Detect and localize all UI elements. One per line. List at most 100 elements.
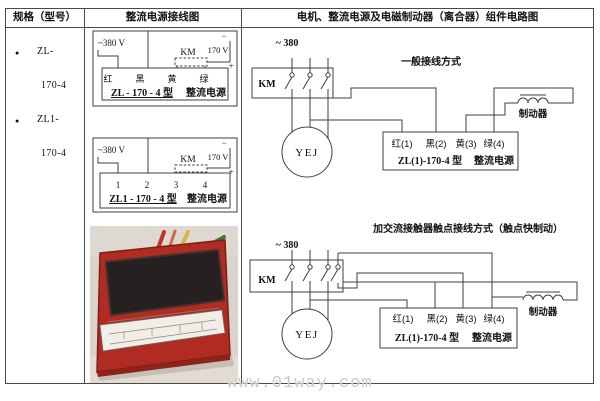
terminal-black-2: 黑(2) (425, 139, 446, 150)
terminal-red-1: 红(1) (391, 138, 412, 150)
plus-label: + (228, 61, 233, 71)
circuit-2-title: 加交流接触器触点接线方式（触点快制动） (372, 222, 563, 235)
header-spec: 规格（型号） (13, 11, 76, 23)
motor-label: YEJ (295, 147, 318, 159)
device-caption: 整流电源 (186, 192, 227, 205)
rectifier-model-caption: ZL(1)-170-4 型 (398, 154, 462, 167)
circuit-general-wiring: ~ 380 一般接线方式 KM YEJ 红(1) 黑(2) 黄(3) 绿(4) … (251, 38, 574, 178)
wire-input (97, 50, 119, 68)
terminal-1: 1 (116, 180, 121, 190)
km-contact (174, 57, 208, 67)
terminal-black-2: 黑(2) (426, 314, 447, 325)
table-border-left (5, 8, 6, 384)
label-line-2 (109, 328, 218, 345)
model-2-line-1: ZL1- (37, 114, 60, 125)
supply-voltage-label: ~ 380 (276, 38, 299, 49)
wiring-diagram-zl1-170-4: ~380 V KM 170 V − + 1 2 3 4 ZL1 - 170 - … (92, 137, 238, 213)
terminal-red: 红 (103, 73, 112, 84)
circuit-2-lines (249, 250, 578, 360)
model-2-line-2: 170-4 (41, 148, 67, 159)
rectifier-device-caption: 整流电源 (473, 154, 514, 167)
model-caption: ZL - 170 - 4 型 (111, 86, 173, 99)
motor-circle (281, 308, 333, 360)
component-circuits: ~ 380 一般接线方式 KM YEJ 红(1) 黑(2) 黄(3) 绿(4) … (249, 38, 578, 360)
km-contact (174, 164, 208, 173)
plus-label: + (228, 167, 233, 177)
header-circuit-diagram: 电机、整流电源及电磁制动器（离合器）组件电路图 (296, 11, 539, 23)
km-label: KM (258, 79, 276, 90)
wire-aux-to-green (338, 252, 493, 308)
case-bottom-edge (97, 355, 230, 377)
label-line-top (106, 307, 220, 323)
wire-aux-to-yellow (337, 272, 464, 308)
brake-label: 制动器 (529, 306, 558, 318)
terminal-green: 绿 (199, 73, 208, 84)
model-1-line-1: ZL- (37, 46, 54, 57)
circuit-1-lines (251, 58, 574, 178)
label-markings (106, 307, 220, 345)
table-border-bottom (5, 383, 594, 384)
rectifier-product-photo (90, 226, 238, 383)
rectifier-device-caption: 整流电源 (471, 331, 512, 344)
bullet-icon: ● (15, 49, 20, 57)
output-voltage-label: 170 V (208, 45, 230, 55)
motor-circle (281, 126, 333, 178)
supply-voltage-label: ~ 380 (276, 240, 299, 251)
wire-input (97, 157, 119, 173)
km-label: KM (180, 48, 196, 58)
terminal-2: 2 (145, 180, 150, 190)
brake-coil (517, 97, 549, 104)
diagram-lines (92, 30, 238, 107)
terminal-yellow: 黄 (167, 73, 176, 84)
column-divider-2 (241, 8, 242, 383)
terminal-yellow-3: 黄(3) (455, 138, 476, 150)
table-border-top (5, 8, 594, 9)
outer-box (92, 30, 238, 107)
km-contactor-box (249, 259, 344, 293)
wire-yellow-to-brake (465, 102, 518, 132)
case-potting-top (106, 250, 224, 315)
bullet-icon: ● (15, 117, 20, 125)
model-caption: ZL1 - 170 - 4 型 (109, 192, 177, 205)
km-label: KM (258, 275, 276, 286)
wiring-diagram-zl-170-4: ~380 V KM 170 V − + 红 黑 黄 绿 ZL - 170 - 4… (92, 30, 238, 107)
case-potting-edge (104, 248, 226, 317)
input-voltage-label: ~380 V (98, 38, 125, 48)
header-wiring-diagram: 整流电源接线图 (125, 11, 200, 23)
terminal-black: 黑 (135, 74, 144, 84)
brake-coil (522, 294, 564, 301)
terminal-red-1: 红(1) (392, 313, 413, 325)
watermark: www.01way.com (227, 374, 373, 393)
input-voltage-label: ~380 V (98, 145, 125, 155)
aux-contact-blade (330, 268, 339, 282)
rectifier-unit-box (379, 307, 518, 349)
minus-label: − (221, 138, 226, 148)
km-label: KM (180, 155, 196, 165)
model-1-line-2: 170-4 (41, 80, 67, 91)
terminal-yellow-3: 黄(3) (455, 313, 476, 325)
column-divider-1 (84, 8, 85, 383)
aux-contact-terminal (335, 264, 341, 270)
table-border-right (593, 8, 594, 384)
label-line-1 (108, 319, 217, 335)
wire-phase-to-red (310, 119, 403, 132)
wire-phase-to-black (328, 87, 437, 132)
terminal-4: 4 (203, 180, 208, 190)
motor-label: YEJ (295, 329, 318, 341)
rectifier-box (99, 172, 231, 209)
terminal-green-4: 绿(4) (483, 138, 504, 150)
wire-phase-to-brake (343, 281, 578, 301)
terminal-green-4: 绿(4) (483, 313, 504, 325)
wire-green-to-brake (493, 87, 574, 132)
rectifier-box (101, 67, 229, 101)
wire-phase-to-red (310, 299, 408, 308)
outer-box (92, 137, 238, 213)
terminal-3: 3 (174, 180, 179, 190)
circuit-fast-brake-wiring: 加交流接触器触点接线方式（触点快制动） ~ 380 KM YEJ 红(1) 黑(… (249, 222, 578, 360)
device-caption: 整流电源 (185, 86, 226, 99)
diagram-lines (92, 137, 238, 213)
rectifier-model-caption: ZL(1)-170-4 型 (395, 331, 459, 344)
circuit-1-title: 一般接线方式 (401, 55, 461, 68)
rectifier-unit-box (382, 131, 519, 171)
